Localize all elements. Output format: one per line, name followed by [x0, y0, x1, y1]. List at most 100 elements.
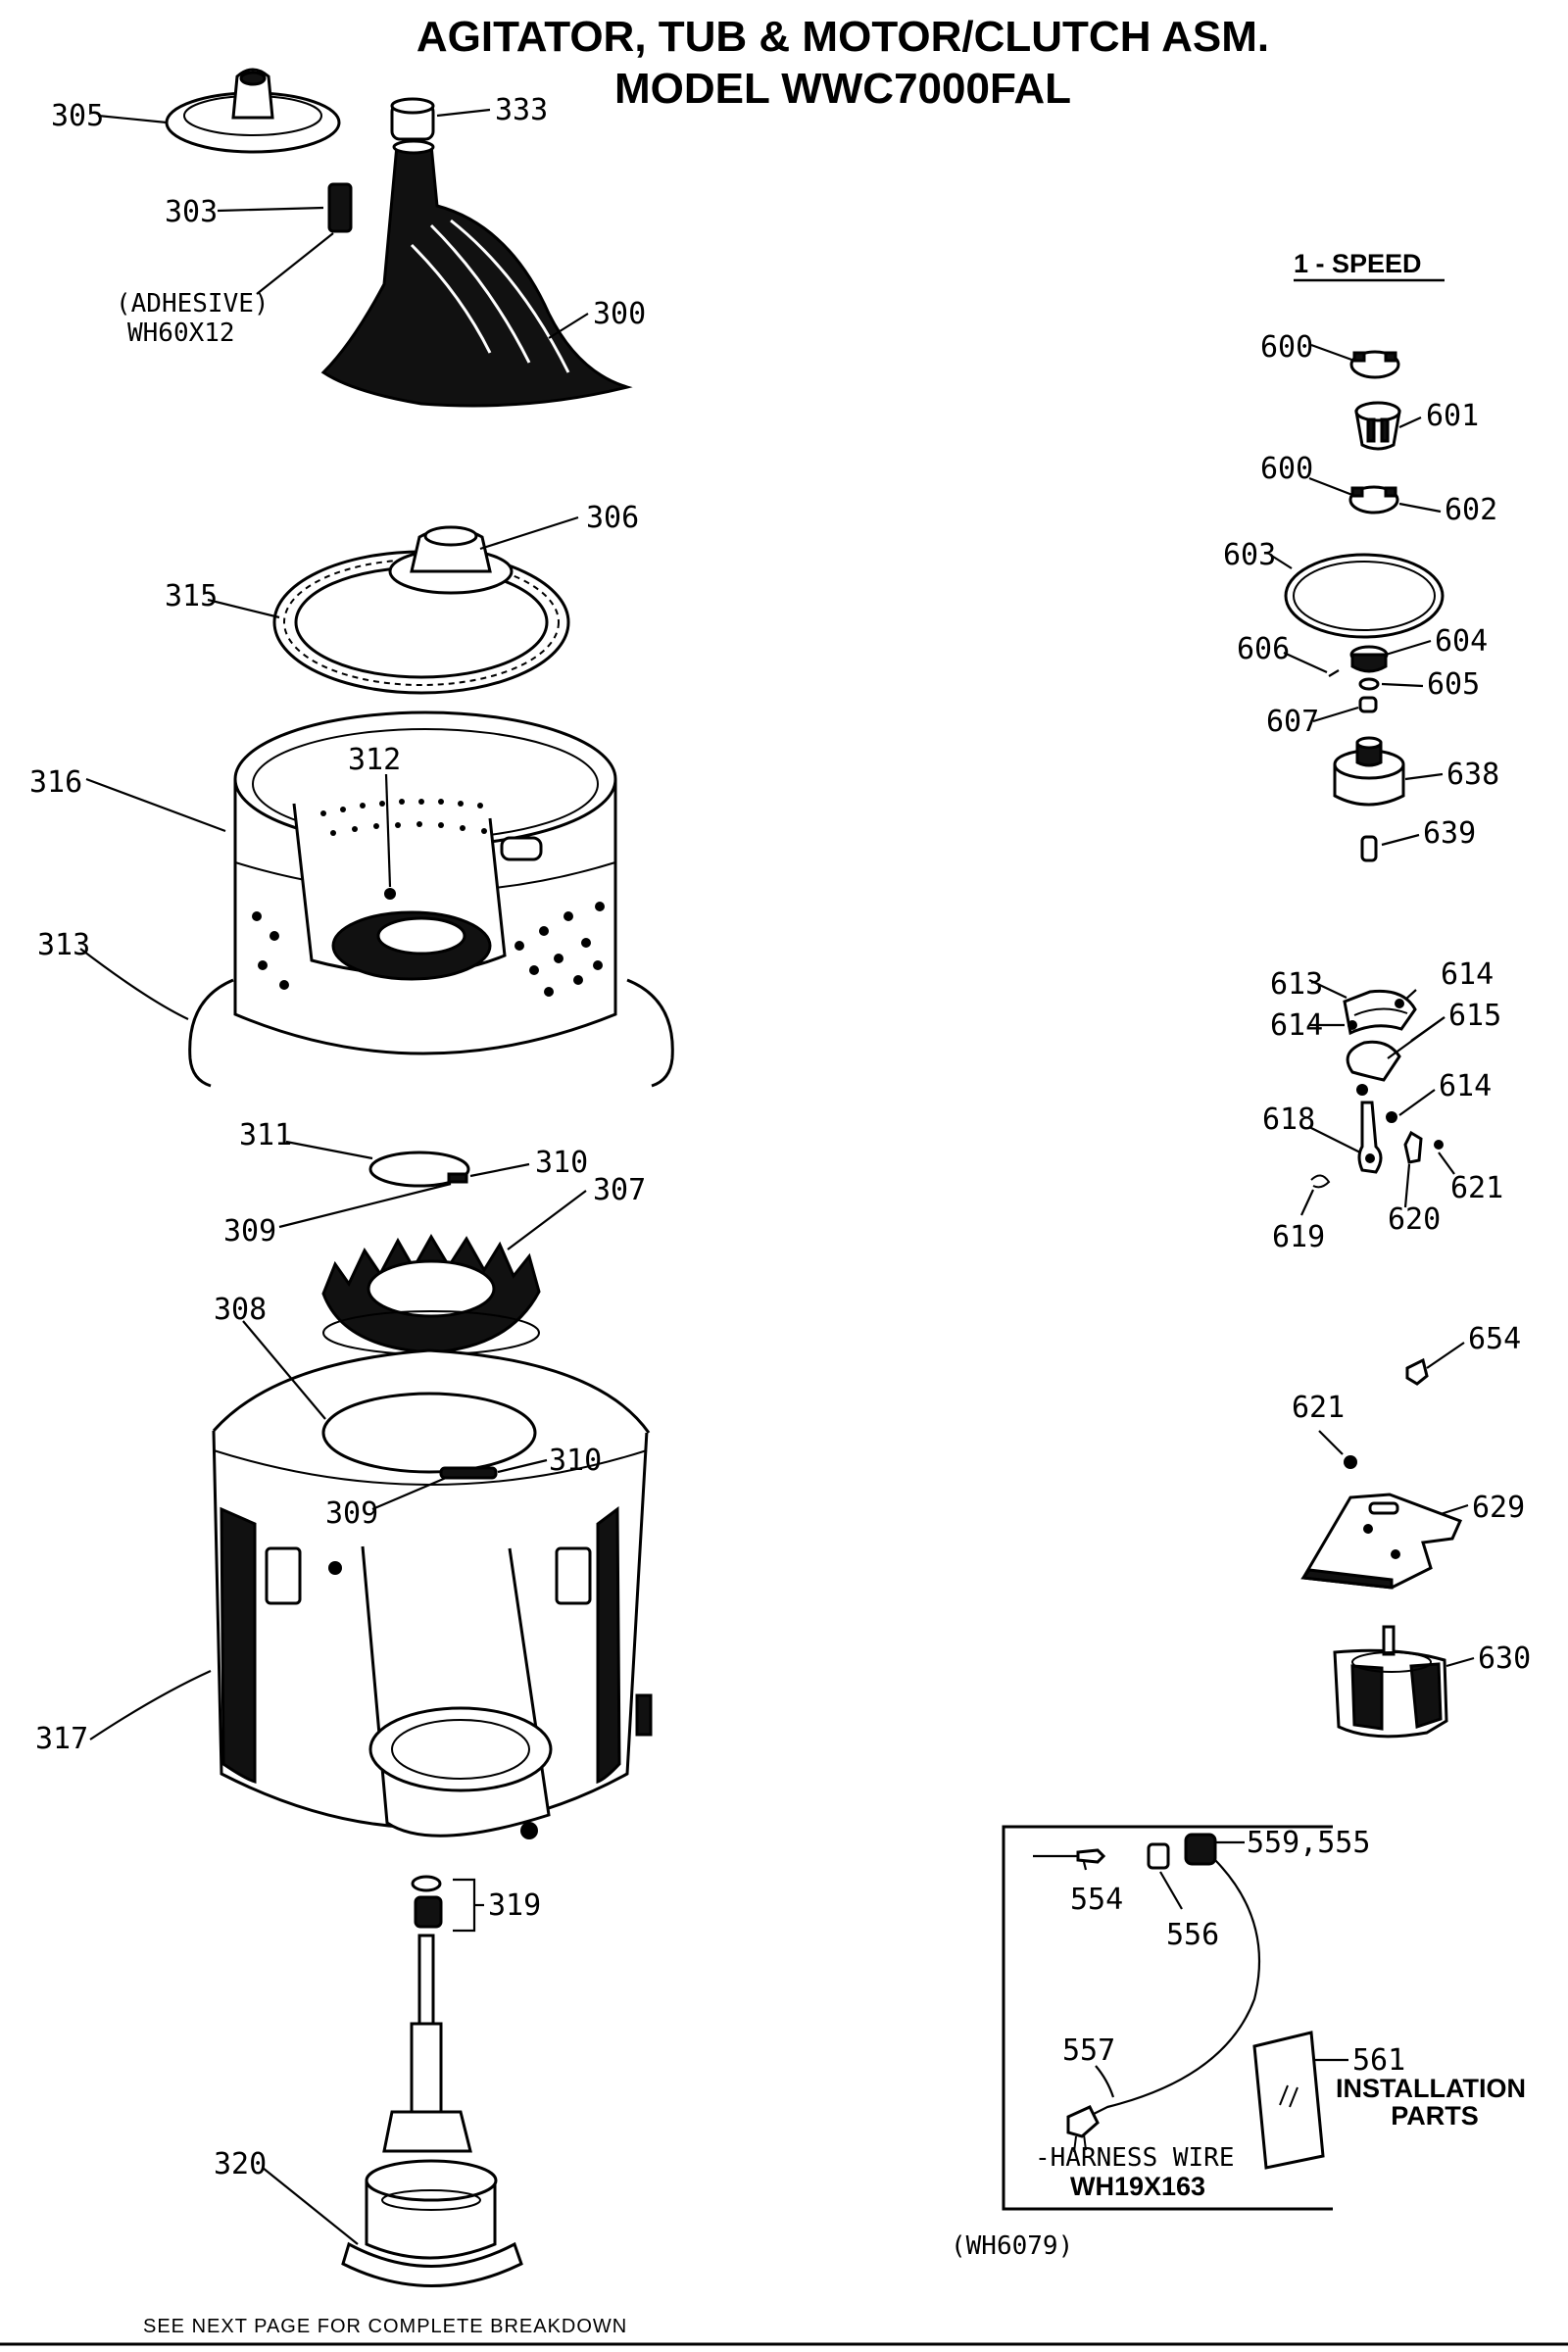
- callout-613: 613: [1270, 967, 1323, 1002]
- part-311-clamp-ring: [368, 1151, 470, 1188]
- callout-309-top: 309: [223, 1214, 276, 1249]
- callout-320: 320: [214, 2147, 267, 2181]
- part-313-clips: [188, 978, 674, 1088]
- installation-label: INSTALLATION: [1336, 2074, 1526, 2103]
- callout-638: 638: [1446, 758, 1499, 792]
- part-618-lever: [1357, 1101, 1383, 1174]
- callout-620: 620: [1388, 1202, 1441, 1237]
- part-307-seal: [321, 1234, 541, 1355]
- diagram-title: AGITATOR, TUB & MOTOR/CLUTCH ASM.: [416, 13, 1269, 61]
- part-654-grommet: [1405, 1357, 1429, 1386]
- part-556-connector: [1147, 1842, 1170, 1870]
- part-600-clamp-upper: [1349, 350, 1400, 379]
- callout-607: 607: [1266, 705, 1319, 739]
- callout-317: 317: [35, 1722, 88, 1756]
- part-638-motor-pulley: [1333, 736, 1405, 807]
- installation-parts-box: [1002, 1825, 1333, 2211]
- callout-310-lower: 310: [549, 1444, 602, 1478]
- callout-306: 306: [586, 501, 639, 535]
- callout-630: 630: [1478, 1642, 1531, 1676]
- callout-654: 654: [1468, 1322, 1521, 1356]
- part-621-nut-upper: [1434, 1140, 1444, 1150]
- part-615-brake-shoes: [1343, 989, 1417, 1082]
- part-303-insert: [327, 182, 353, 233]
- part-306-hub: [388, 525, 514, 595]
- callout-614-upper: 614: [1441, 957, 1494, 992]
- callout-614-lower: 614: [1439, 1069, 1492, 1103]
- part-316-wash-basket: [233, 710, 617, 1055]
- part-333-cap: [390, 97, 435, 141]
- callout-559-555: 559,555: [1247, 1826, 1370, 1860]
- part-604-pulley: [1349, 645, 1389, 673]
- callout-603: 603: [1223, 538, 1276, 572]
- callout-557: 557: [1062, 2034, 1115, 2068]
- part-620-cam: [1403, 1130, 1423, 1164]
- harness-wire-part-number: WH19X163: [1070, 2172, 1205, 2201]
- adhesive-part-number: WH60X12: [127, 318, 235, 348]
- callout-315: 315: [165, 579, 218, 613]
- callout-313: 313: [37, 928, 90, 962]
- part-621-nut-lower: [1344, 1455, 1357, 1469]
- callout-602: 602: [1445, 493, 1497, 527]
- harness-wire-label: -HARNESS WIRE: [1035, 2143, 1235, 2173]
- callout-600-lower: 600: [1260, 452, 1313, 486]
- part-300-agitator: [320, 139, 633, 408]
- part-606-key: [1328, 669, 1340, 677]
- part-561-parts-bag: [1252, 2031, 1325, 2170]
- part-601-coupling: [1354, 401, 1401, 451]
- part-629-motor-mount: [1300, 1493, 1463, 1590]
- callout-319: 319: [488, 1888, 541, 1923]
- callout-312: 312: [348, 743, 401, 777]
- part-639-spacer: [1360, 835, 1378, 862]
- part-630-motor: [1333, 1625, 1448, 1739]
- part-605-ring: [1358, 677, 1380, 691]
- callout-601: 601: [1426, 399, 1479, 433]
- callout-639: 639: [1423, 816, 1476, 851]
- callout-333: 333: [495, 93, 548, 127]
- part-554-terminal: [1033, 1848, 1106, 1864]
- part-619-clip: [1310, 1174, 1331, 1189]
- part-600-clamp-lower: [1348, 485, 1399, 514]
- part-315-balance-ring: [272, 550, 570, 695]
- callout-619: 619: [1272, 1220, 1325, 1254]
- model-subtitle: MODEL WWC7000FAL: [614, 65, 1071, 113]
- callout-305: 305: [51, 99, 104, 133]
- callout-307: 307: [593, 1173, 646, 1207]
- callout-605: 605: [1427, 667, 1480, 702]
- callout-561: 561: [1352, 2043, 1405, 2078]
- document-code: (WH6079): [951, 2231, 1073, 2261]
- callout-621-lower: 621: [1292, 1391, 1345, 1425]
- adhesive-note: (ADHESIVE): [116, 289, 270, 318]
- part-603-drive-belt: [1284, 553, 1445, 639]
- callout-303: 303: [165, 195, 218, 229]
- callout-308: 308: [214, 1293, 267, 1327]
- part-614-rivets: [1348, 999, 1404, 1123]
- callout-629: 629: [1472, 1491, 1525, 1525]
- part-317-outer-tub: [212, 1348, 653, 1839]
- part-557-harness-plug: [1066, 2105, 1100, 2153]
- part-607-washer: [1358, 696, 1378, 713]
- callout-615: 615: [1448, 999, 1501, 1033]
- installation-label-parts: PARTS: [1391, 2101, 1479, 2131]
- part-320-transmission: [341, 1934, 523, 2287]
- callout-556: 556: [1166, 1918, 1219, 1952]
- callout-621-upper: 621: [1450, 1171, 1503, 1205]
- callout-554: 554: [1070, 1883, 1123, 1917]
- callout-618: 618: [1262, 1102, 1315, 1137]
- callout-300: 300: [593, 297, 646, 331]
- speed-heading: 1 - SPEED: [1294, 249, 1422, 278]
- callout-614-left: 614: [1270, 1008, 1323, 1043]
- footer-note: SEE NEXT PAGE FOR COMPLETE BREAKDOWN: [143, 2316, 627, 2337]
- part-305-agitator-cap: [165, 68, 341, 154]
- part-308-clamp-ring: [321, 1392, 537, 1480]
- callout-606: 606: [1237, 632, 1290, 666]
- part-319-bearing-kit: [411, 1875, 443, 1929]
- callout-311: 311: [239, 1118, 292, 1152]
- callout-310-top: 310: [535, 1146, 588, 1180]
- callout-309-lower: 309: [325, 1496, 378, 1531]
- part-559-555-plug: [1075, 1833, 1261, 2124]
- callout-600-upper: 600: [1260, 330, 1313, 365]
- callout-316: 316: [29, 765, 82, 800]
- callout-604: 604: [1435, 624, 1488, 659]
